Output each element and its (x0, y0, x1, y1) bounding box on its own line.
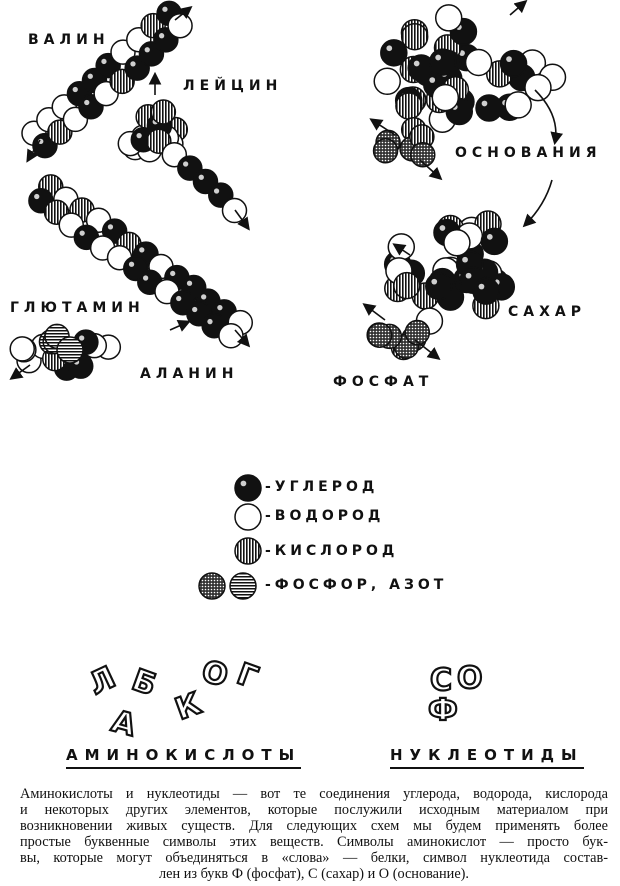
legend-oxygen: -КИСЛОРОД (265, 543, 399, 559)
legend-phosphorus-nitrogen: -ФОСФОР, АЗОТ (265, 577, 448, 593)
caption-line: лен из букв Ф (фосфат), С (сахар) и О (о… (159, 866, 469, 882)
arrow-icon (419, 159, 443, 181)
legend-hydrogen-icon (234, 503, 262, 531)
atom-N (56, 336, 84, 364)
arrow-icon (369, 118, 396, 136)
arrow-icon (509, 0, 528, 16)
caption-line: простые буквенные символы этих веществ. … (20, 834, 608, 850)
arrow-icon (392, 243, 411, 256)
label-valine: ВАЛИН (28, 32, 110, 48)
curved-arrow-icon (522, 179, 553, 228)
atom-C (472, 277, 500, 305)
nucleotide-letter-icon: Ф (428, 693, 458, 728)
atom-H (387, 233, 416, 261)
caption-line: Аминокислоты и нуклеотиды — вот те соеди… (20, 786, 608, 802)
atom-C (428, 48, 457, 76)
arrow-icon (26, 139, 41, 163)
caption-line: вы, которые могут объединяться в «слова»… (20, 850, 608, 866)
atom-C (425, 272, 453, 300)
arrow-icon (234, 209, 250, 231)
atom-H (373, 67, 401, 96)
caption: Аминокислоты и нуклеотиды — вот те соеди… (20, 786, 608, 882)
atom-H (524, 73, 552, 102)
label-glutamine: ГЛЮТАМИН (10, 300, 145, 316)
legend-hydrogen: -ВОДОРОД (265, 508, 385, 524)
atom-P (404, 319, 431, 346)
legend-carbon: -УГЛЕРОД (265, 479, 379, 495)
amino-letter-icon: Б (127, 663, 160, 704)
atom-H (431, 83, 460, 112)
amino-letter-icon: К (171, 686, 206, 727)
amino-letter-icon: Л (84, 660, 121, 702)
label-bases: ОСНОВАНИЯ (455, 145, 602, 161)
arrow-icon (9, 364, 31, 380)
atom-P (410, 141, 436, 168)
label-alanine: АЛАНИН (140, 366, 239, 382)
heading-amino-acids: АМИНОКИСЛОТЫ (66, 746, 302, 769)
curved-arrow-icon (534, 89, 564, 146)
legend-phosphorus-icon (198, 572, 226, 600)
atom-C (475, 94, 503, 122)
amino-letter-icon: Г (232, 657, 262, 696)
label-phosphate: ФОСФАТ (333, 374, 434, 390)
caption-line: и некоторых других элементов, которые по… (20, 802, 608, 818)
atom-P (372, 138, 399, 164)
atom-P (366, 322, 393, 348)
atom-H (434, 4, 463, 32)
label-leucine: ЛЕЙЦИН (183, 78, 283, 94)
atom-H (504, 91, 532, 119)
legend-nitrogen-icon (229, 572, 257, 600)
arrow-icon (174, 6, 193, 21)
amino-letter-icon: А (108, 704, 140, 740)
arrow-icon (414, 339, 441, 360)
atom-H (167, 12, 193, 39)
nucleotide-letter-icon: О (457, 661, 483, 696)
heading-nucleotides: НУКЛЕОТИДЫ (390, 746, 584, 769)
legend-carbon-icon (234, 474, 262, 502)
atom-H (443, 228, 471, 257)
atom-O (393, 271, 421, 300)
nucleotide-letter-icon: С (430, 663, 452, 698)
atom-O (150, 99, 177, 125)
legend-oxygen-icon (234, 537, 262, 565)
atom-H (464, 48, 493, 77)
atom-O (395, 92, 423, 120)
atom-H (9, 336, 35, 362)
atom-O (400, 22, 429, 51)
amino-letter-icon: О (198, 654, 232, 694)
atom-C (499, 49, 528, 78)
arrow-icon (234, 329, 251, 348)
label-sugar: САХАР (508, 304, 586, 320)
caption-line: возникновении живых существ. Для следующ… (20, 818, 608, 834)
arrow-icon (362, 303, 386, 321)
arrow-icon (169, 320, 191, 332)
atom-C (480, 227, 509, 256)
